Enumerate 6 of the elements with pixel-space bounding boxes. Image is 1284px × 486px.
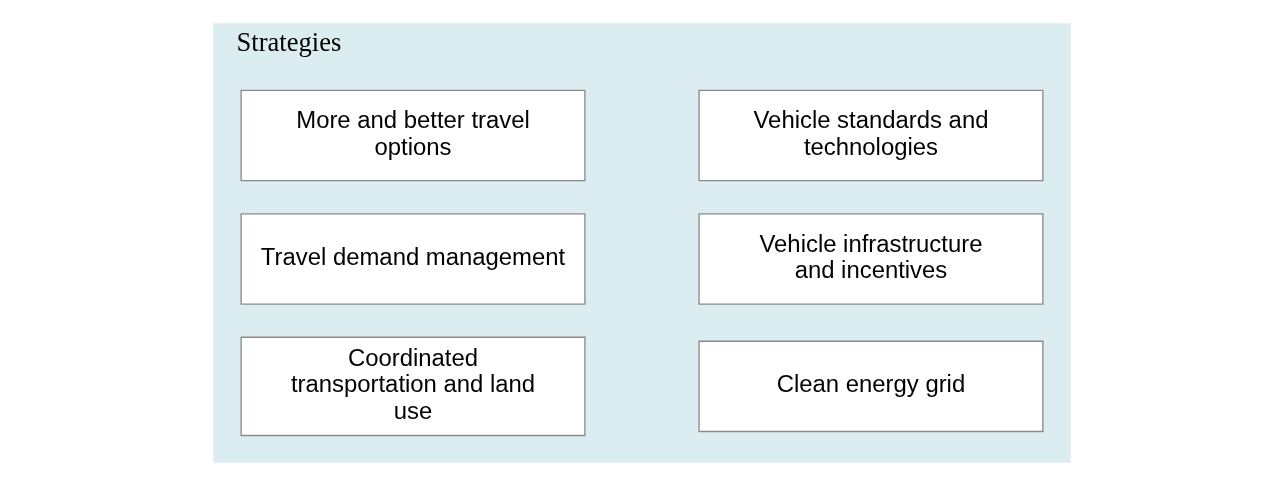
node-box: Travel demand management — [240, 213, 586, 305]
node-box: Coordinated transportation and land use — [240, 336, 586, 437]
node-box: Vehicle infrastructure and incentives — [698, 213, 1044, 305]
node-box: More and better travel options — [240, 89, 586, 182]
node-box: Vehicle standards and technologies — [698, 89, 1044, 182]
node-box: Clean energy grid — [698, 340, 1044, 433]
